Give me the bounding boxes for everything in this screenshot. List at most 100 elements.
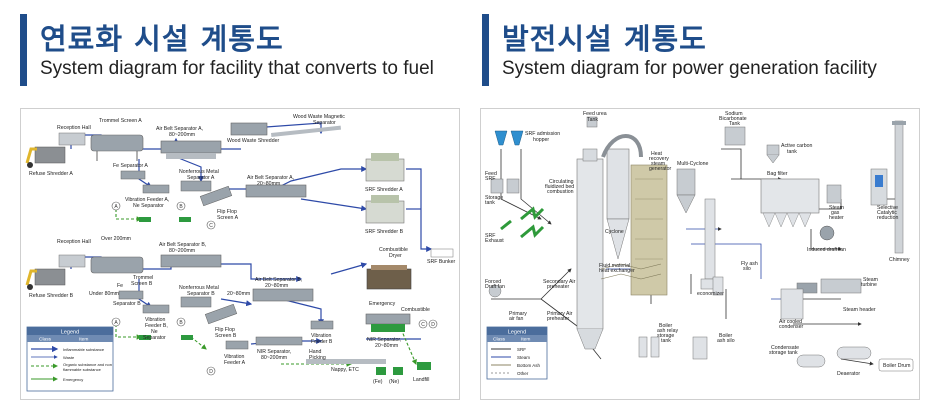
boiler-ash-silo xyxy=(692,336,708,360)
label-air-belt-sep-b-size: 80~200mm xyxy=(169,248,195,254)
hand-picking-conveyor xyxy=(306,359,386,364)
label-economizer: economizer xyxy=(697,291,724,297)
label-nir-separator: NIR Separator, xyxy=(367,337,401,343)
legend-right-row-4: Other xyxy=(517,371,529,376)
label-under-80: Under 80mm xyxy=(89,291,119,297)
label-fe-sep-b: Fe xyxy=(117,283,123,289)
cfb-boiler xyxy=(576,148,604,350)
feed-urea-tank xyxy=(586,116,598,128)
label-deaerator: Deaerator xyxy=(837,371,860,377)
power-facility-diagram: Feed urea Tank Sodium Bicarbonate Tank S… xyxy=(485,111,914,380)
label-nonferrous-b-2: Separator B xyxy=(187,291,215,297)
label-fe: (Fe) xyxy=(373,379,383,385)
trommel-screen-b xyxy=(90,256,144,274)
label-nir-sep-80-size: 80~200mm xyxy=(261,355,287,361)
label-flip-flop-a: Flip Flop xyxy=(217,209,237,215)
label-wood-waste-magnetic: Wood Waste Magnetic xyxy=(293,114,345,120)
legend-right-row-1: SRF xyxy=(517,347,526,352)
label-forced-draft-2: Draft fan xyxy=(485,284,505,290)
left-diagram-labels: Reception Hall Trommel Screen A Air Belt… xyxy=(29,114,456,385)
label-wood-waste-magnetic-2: Separator xyxy=(313,120,336,126)
label-srf-bunker: SRF Bunker xyxy=(427,259,456,265)
legend-title: Legend xyxy=(61,330,79,336)
right-accent-bar xyxy=(482,14,489,86)
marker-c-2: C xyxy=(421,322,425,328)
steam-turbine xyxy=(796,278,862,294)
label-refuse-shredder-a: Refuse Shredder A xyxy=(29,171,73,177)
label-scr-2: Catalytic xyxy=(877,210,897,216)
fe-separator-a xyxy=(120,170,146,180)
deaerator xyxy=(836,346,872,360)
feed-srf-storage-tank xyxy=(490,178,520,194)
right-header: 발전시설 계통도 System diagram for power genera… xyxy=(482,14,922,86)
marker-c-1: C xyxy=(209,223,213,229)
label-steam-gas-heater-2: gas xyxy=(831,210,840,216)
label-sodium-3: Tank xyxy=(729,121,740,127)
scr-reactor xyxy=(870,168,888,206)
label-feed-srf-2: SRF xyxy=(485,176,495,182)
label-trommel-b: Trommel xyxy=(133,275,153,281)
label-condensate: Condensate xyxy=(771,345,799,351)
right-title-korean: 발전시설 계통도 xyxy=(502,22,707,56)
legend-right-row-2: Steam xyxy=(517,355,530,360)
label-condensate-2: storage tank xyxy=(769,350,798,356)
vibration-feeder-a xyxy=(142,184,170,194)
reception-hall-b xyxy=(58,254,86,268)
label-flip-flop-a-2: Screen A xyxy=(217,215,239,221)
label-refuse-shredder-b: Refuse Shredder B xyxy=(29,293,74,299)
refuse-shredder-b xyxy=(25,268,66,290)
label-secondary-air: Secondary Air xyxy=(543,279,576,285)
label-20-80: 20~80mm xyxy=(227,291,250,297)
label-boiler-ash-relay-4: tank xyxy=(661,338,671,344)
label-nir-sep-80: NIR Separator, xyxy=(257,349,291,355)
label-reception-hall-b: Reception Hall xyxy=(57,239,91,245)
label-heat-recovery-3: steam xyxy=(651,161,665,167)
fly-ash-silo xyxy=(712,276,724,296)
left-diagram-frame: A B C A B D C D Reception Hall Trommel S… xyxy=(20,108,460,400)
left-title-korean: 연료화 시설 계통도 xyxy=(40,22,284,56)
srf-shredder-b xyxy=(365,195,405,224)
label-primary-air-fan-2: air fan xyxy=(509,316,524,322)
label-heat-recovery: Heat xyxy=(651,151,663,157)
label-fly-ash-2: silo xyxy=(743,266,751,272)
fuel-facility-diagram: A B C A B D C D Reception Hall Trommel S… xyxy=(25,114,456,392)
vibration-feeder-a-lower xyxy=(225,340,249,350)
boiler-ash-relay-tank xyxy=(638,336,660,358)
legend-col-item-right: Item xyxy=(521,337,530,343)
legend-title-right: Legend xyxy=(508,330,526,336)
steam-gas-heater xyxy=(826,184,842,204)
refuse-shredder-a xyxy=(25,146,66,168)
waste-flow-lines xyxy=(70,122,433,345)
sodium-bicarbonate-tank xyxy=(724,126,746,146)
bag-filter xyxy=(760,178,820,228)
air-belt-separator-a-20 xyxy=(245,184,307,198)
multi-cyclone xyxy=(676,168,696,214)
label-vibration-feeder-b: Vibration xyxy=(145,317,165,323)
cyclone xyxy=(601,134,643,260)
label-cyclone: Cyclone xyxy=(605,229,624,235)
label-vibration-feeder-a-lower-2: Feeder A xyxy=(224,360,246,366)
label-cfb-3: combustion xyxy=(547,189,574,195)
label-fe-sep-b-2: Separator B xyxy=(113,301,141,307)
marker-d-1: D xyxy=(209,369,213,375)
label-vibration-feeder-b-lower-2: Feeder B xyxy=(311,339,333,345)
label-steam-turbine: Steam xyxy=(863,277,878,283)
label-induced-draft: Induced draft fan xyxy=(807,247,846,253)
label-sodium-2: Bicarbonate xyxy=(719,116,747,122)
label-boiler-drum: Boiler Drum xyxy=(883,363,910,369)
induced-draft-fan xyxy=(819,225,835,241)
label-reception-hall-a: Reception Hall xyxy=(57,125,91,131)
marker-b-2: B xyxy=(179,320,183,326)
left-header: 연료화 시설 계통도 System diagram for facility t… xyxy=(20,14,460,86)
label-vibration-feeder-b-4: Separator xyxy=(143,335,166,341)
legend-row-1: Inflammable substance xyxy=(63,347,105,352)
label-flip-flop-b-2: Screen B xyxy=(215,333,237,339)
label-feed-urea-2: Tank xyxy=(587,117,598,123)
label-fluid-bed-hx-2: heat exchanger xyxy=(599,268,635,274)
label-heat-recovery-2: recovery xyxy=(649,156,669,162)
label-boiler-ash-relay-2: ash relay xyxy=(657,328,678,334)
heat-recovery-steam-generator xyxy=(630,164,668,296)
left-title-english: System diagram for facility that convert… xyxy=(40,58,434,79)
label-air-belt-sep-b20-size: 20~80mm xyxy=(265,283,288,289)
label-air-belt-sep-a20-size: 20~80mm xyxy=(257,181,280,187)
